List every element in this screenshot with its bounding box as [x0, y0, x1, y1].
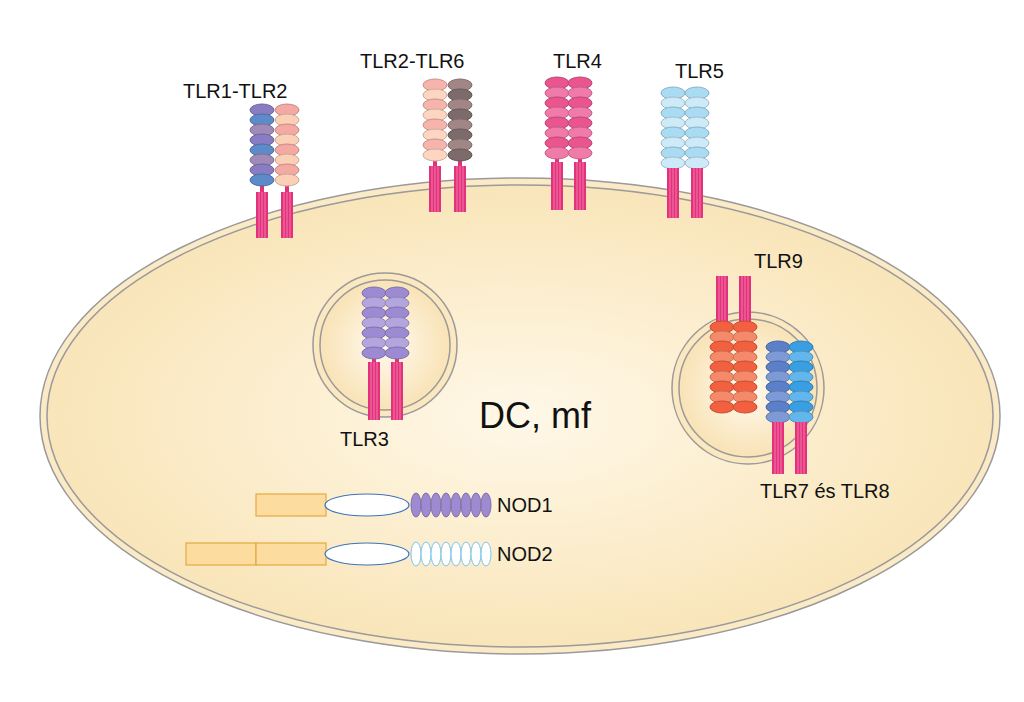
transmembrane-stalk	[454, 166, 466, 212]
nod-protein	[256, 493, 491, 517]
lrr-domain	[685, 87, 709, 169]
transmembrane-stalk	[739, 276, 751, 322]
lrr-domain	[362, 287, 386, 362]
nod-protein	[186, 542, 491, 566]
lrr-domain	[766, 341, 790, 423]
transmembrane-stalk	[281, 192, 293, 238]
lrr-domain	[423, 79, 447, 166]
transmembrane-stalk	[429, 166, 441, 212]
lrr-domain	[250, 104, 274, 192]
transmembrane-stalk	[691, 168, 703, 218]
lrr-domain	[789, 341, 813, 423]
lrr-domain	[710, 321, 734, 413]
lrr-domain	[385, 287, 409, 362]
receptor-label: NOD2	[497, 543, 553, 565]
receptor-label: NOD1	[497, 494, 553, 516]
lrr-domain	[448, 79, 472, 166]
lrr-domain	[275, 104, 299, 192]
lrr-domain	[661, 87, 685, 169]
receptor-label: TLR2-TLR6	[360, 50, 464, 72]
receptor-label: TLR9	[754, 250, 803, 272]
transmembrane-stalk	[391, 362, 403, 420]
transmembrane-stalk	[716, 276, 728, 322]
transmembrane-stalk	[772, 422, 784, 474]
receptor-label: TLR3	[340, 428, 389, 450]
cell-body: DC, mf	[38, 176, 1002, 656]
lrr-domain	[568, 77, 592, 162]
transmembrane-stalk	[256, 192, 268, 238]
receptor-label: TLR4	[553, 50, 602, 72]
transmembrane-stalk	[667, 168, 679, 218]
transmembrane-stalk	[574, 162, 586, 210]
receptor-label: TLR7 és TLR8	[760, 480, 890, 502]
transmembrane-stalk	[368, 362, 380, 420]
lrr-domain	[545, 77, 569, 162]
receptor-label: TLR1-TLR2	[183, 80, 287, 102]
transmembrane-stalk	[795, 422, 807, 474]
receptor-label: TLR5	[675, 60, 724, 82]
endosome	[313, 273, 457, 417]
lrr-domain	[733, 321, 757, 413]
cell-label: DC, mf	[479, 395, 591, 437]
transmembrane-stalk	[551, 162, 563, 210]
